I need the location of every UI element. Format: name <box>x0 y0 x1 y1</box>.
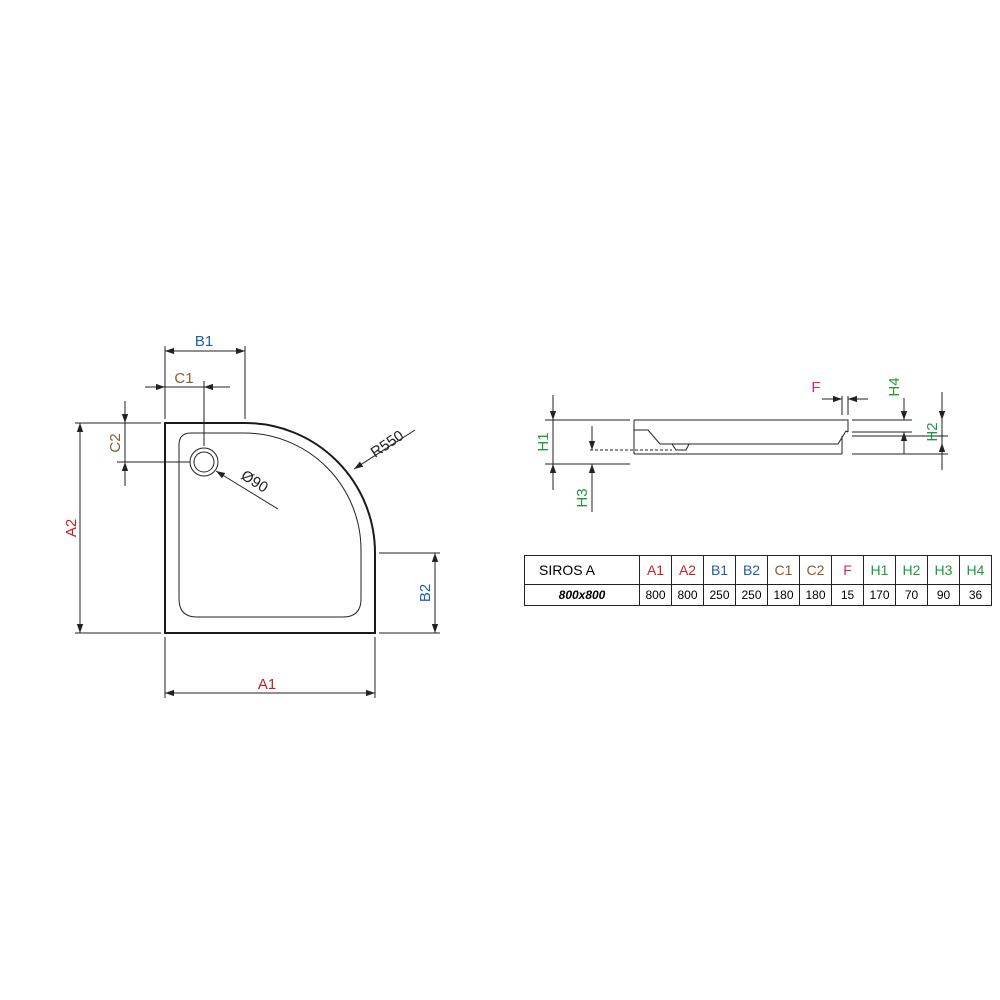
col-header-h4: H4 <box>959 555 992 585</box>
value-h1: 170 <box>863 584 896 606</box>
value-h4: 36 <box>959 584 992 606</box>
tray-rim <box>634 419 849 432</box>
col-header-f: F <box>831 555 864 585</box>
model-name: SIROS A <box>524 555 640 585</box>
tray-outline <box>164 422 376 634</box>
h1-label: H1 <box>535 432 552 451</box>
value-a2: 800 <box>671 584 704 606</box>
b2-label: B2 <box>417 584 434 602</box>
tray-drain-bump <box>671 443 690 451</box>
col-header-h2: H2 <box>895 555 928 585</box>
tray-basin <box>178 432 362 618</box>
value-h2: 70 <box>895 584 928 606</box>
b1-label: B1 <box>195 333 213 350</box>
h4-label: H4 <box>886 377 903 396</box>
value-f: 15 <box>831 584 864 606</box>
radius-leader <box>353 429 416 470</box>
value-b1: 250 <box>703 584 736 606</box>
value-b2: 250 <box>735 584 768 606</box>
spec-table-value-row: 800x800 800 800 250 250 180 180 15 170 7… <box>524 584 992 606</box>
f-label: F <box>811 379 820 396</box>
c2-label: C2 <box>107 433 124 452</box>
drain-diameter-label: Ø90 <box>238 467 271 496</box>
h3-label: H3 <box>574 488 591 507</box>
plan-view: A1 A2 B1 B2 C1 C2 R550 Ø90 <box>63 333 440 698</box>
value-c1: 180 <box>767 584 800 606</box>
a1-label: A1 <box>258 676 276 693</box>
col-header-b1: B1 <box>703 555 736 585</box>
col-header-c1: C1 <box>767 555 800 585</box>
col-header-h1: H1 <box>863 555 896 585</box>
model-size: 800x800 <box>524 584 640 606</box>
radius-label: R550 <box>368 427 407 461</box>
col-header-h3: H3 <box>927 555 960 585</box>
c1-label: C1 <box>174 370 193 387</box>
col-header-a2: A2 <box>671 555 704 585</box>
spec-table-header-row: SIROS A A1 A2 B1 B2 C1 C2 F H1 H2 H3 H4 <box>524 555 992 585</box>
value-h3: 90 <box>927 584 960 606</box>
value-a1: 800 <box>639 584 672 606</box>
col-header-b2: B2 <box>735 555 768 585</box>
drain-inner-ring <box>193 451 215 473</box>
drain-leader <box>215 470 279 510</box>
spec-table: SIROS A A1 A2 B1 B2 C1 C2 F H1 H2 H3 H4 … <box>524 555 992 606</box>
h2-label: H2 <box>924 422 941 441</box>
a2-label: A2 <box>63 519 80 537</box>
col-header-c2: C2 <box>799 555 832 585</box>
section-view: H1 H3 F H4 H2 <box>535 377 948 512</box>
col-header-a1: A1 <box>639 555 672 585</box>
tray-profile <box>633 420 849 445</box>
value-c2: 180 <box>799 584 832 606</box>
